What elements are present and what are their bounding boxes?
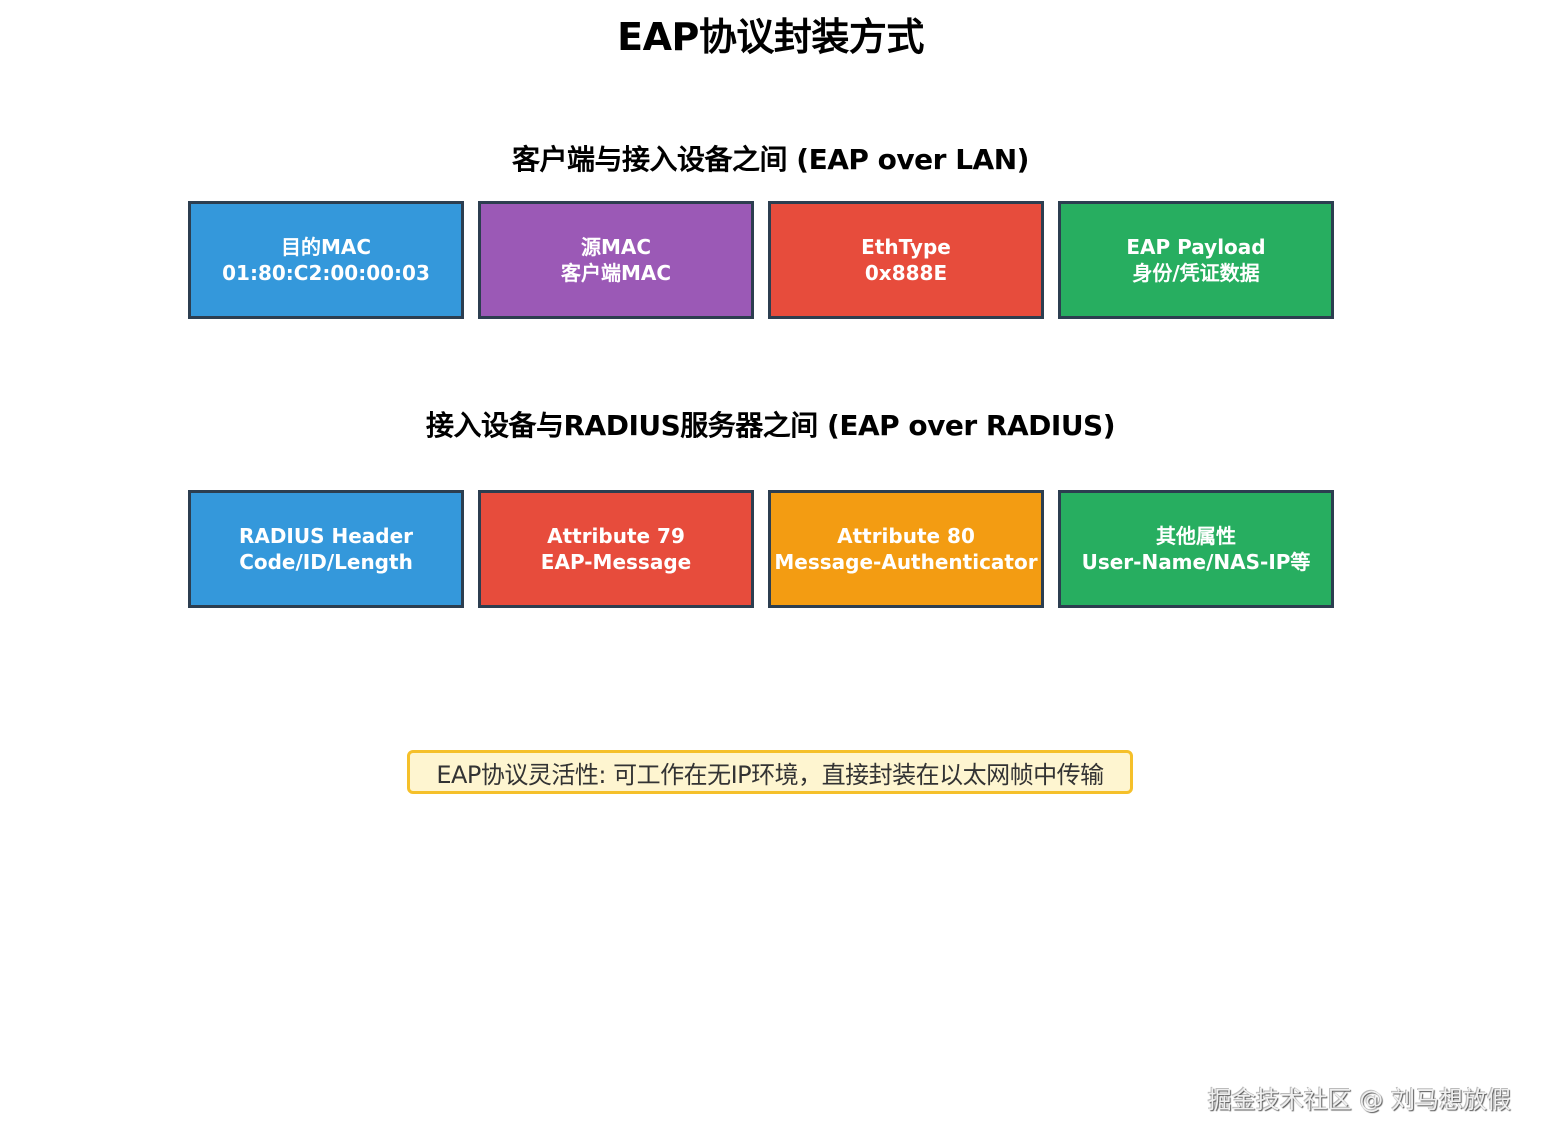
field-value: 01:80:C2:00:00:03 — [222, 261, 430, 285]
field-value: EAP-Message — [540, 550, 692, 574]
field-label: 目的MAC — [280, 235, 372, 259]
field-value: 身份/凭证数据 — [1132, 261, 1260, 285]
diagram-title: EAP协议封装方式 — [617, 15, 924, 59]
field-label: Attribute 80 — [837, 524, 975, 548]
field-label: 其他属性 — [1156, 524, 1236, 548]
field-label: RADIUS Header — [238, 524, 414, 548]
field-value: Code/ID/Length — [239, 550, 413, 574]
field-value: Message-Authenticator — [774, 550, 1038, 574]
section-heading-eapol: 客户端与接入设备之间 (EAP over LAN) — [512, 143, 1029, 176]
field-label: Attribute 79 — [547, 524, 685, 548]
field-label: 源MAC — [580, 235, 652, 259]
field-value: User-Name/NAS-IP等 — [1081, 550, 1311, 574]
section-heading-radius: 接入设备与RADIUS服务器之间 (EAP over RADIUS) — [425, 409, 1116, 442]
field-eap-payload: EAP Payload 身份/凭证数据 — [1058, 201, 1334, 319]
field-attribute-80: Attribute 80 Message-Authenticator — [768, 490, 1044, 608]
field-label: EAP Payload — [1126, 235, 1266, 259]
watermark: 掘金技术社区 @ 刘马想放假 — [1207, 1086, 1511, 1114]
radius-packet-row: RADIUS Header Code/ID/Length Attribute 7… — [188, 490, 1334, 608]
field-label: EthType — [861, 235, 951, 259]
field-attribute-79: Attribute 79 EAP-Message — [478, 490, 754, 608]
field-value: 客户端MAC — [560, 261, 672, 285]
field-other-attributes: 其他属性 User-Name/NAS-IP等 — [1058, 490, 1334, 608]
eapol-frame-row: 目的MAC 01:80:C2:00:00:03 源MAC 客户端MAC EthT… — [188, 201, 1334, 319]
field-radius-header: RADIUS Header Code/ID/Length — [188, 490, 464, 608]
field-value: 0x888E — [864, 261, 948, 285]
field-ethtype: EthType 0x888E — [768, 201, 1044, 319]
flexibility-note: EAP协议灵活性: 可工作在无IP环境，直接封装在以太网帧中传输 — [407, 750, 1133, 794]
field-src-mac: 源MAC 客户端MAC — [478, 201, 754, 319]
field-dest-mac: 目的MAC 01:80:C2:00:00:03 — [188, 201, 464, 319]
